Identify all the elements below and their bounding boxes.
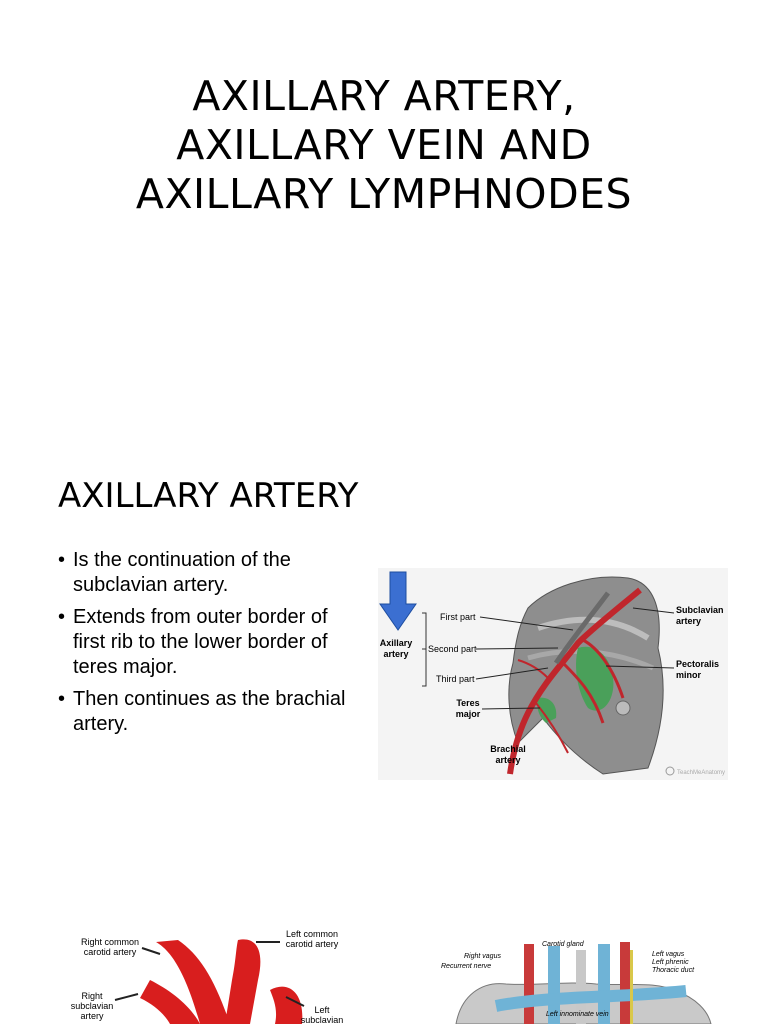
bullet-item-2: Extends from outer border of first rib t… — [58, 605, 358, 680]
label-right-vagus: Right vagus — [464, 953, 501, 960]
copyright-icon — [665, 766, 675, 776]
left-common-carotid-vessel — [225, 939, 261, 1024]
bullet-list: Is the continuation of the subclavian ar… — [58, 548, 358, 744]
label-left-sub-2: subclavian — [301, 1015, 344, 1024]
artery-branch-4 — [535, 702, 569, 754]
aortic-arch-diagram: Right common carotid artery Right subcla… — [71, 929, 344, 1024]
label-first-part: First part — [440, 612, 476, 622]
leader-third-part — [475, 667, 549, 680]
title-slide: AXILLARY ARTERY, AXILLARY VEIN AND AXILL… — [0, 0, 768, 440]
leader-right-common — [141, 947, 161, 955]
label-left-sub-1: Left — [314, 1005, 330, 1015]
credit-text: TeachMeAnatomy — [677, 770, 725, 776]
left-subclavian-vessel — [270, 986, 303, 1024]
label-right-common-2: carotid artery — [84, 947, 137, 957]
artery-branch-3 — [517, 659, 549, 679]
label-right-sub-2: subclavian — [71, 1001, 114, 1011]
leader-right-sub — [114, 993, 139, 1001]
leader-pectoralis — [605, 665, 675, 669]
title-line-3: AXILLARY LYMPHNODES — [135, 170, 633, 218]
vein-vessel-b — [598, 944, 610, 1024]
teres-muscle — [537, 697, 557, 723]
artery-branch-1 — [582, 638, 625, 699]
leader-left-sub — [285, 996, 305, 1007]
label-carotid-gland: Carotid gland — [542, 941, 585, 948]
label-left-common-1: Left common — [286, 929, 338, 939]
label-left-common-2: carotid artery — [286, 939, 339, 949]
axillary-artery-vessel — [507, 587, 642, 775]
label-axillary-artery: artery — [383, 649, 408, 659]
label-pectoralis-minor: minor — [676, 670, 701, 680]
trachea — [576, 950, 586, 1024]
leader-second-part — [475, 647, 559, 650]
label-recurrent-nerve: Recurrent nerve — [441, 963, 491, 970]
innominate-vein-vessel — [494, 985, 687, 1012]
label-left-vagus: Left vagus — [652, 951, 685, 958]
right-subclavian-vessel — [140, 980, 200, 1024]
artery-vessel-a — [524, 944, 534, 1024]
bullet-item-1: Is the continuation of the subclavian ar… — [58, 548, 358, 598]
label-teres: Teres — [456, 698, 479, 708]
leader-first-part — [479, 616, 574, 631]
axillary-artery-diagram: Axillary artery First part Second part T… — [378, 568, 728, 780]
label-axillary: Axillary — [380, 638, 413, 648]
bullet-item-3: Then continues as the brachial artery. — [58, 687, 358, 737]
label-right-sub-1: Right — [81, 991, 103, 1001]
label-left-phrenic: Left phrenic — [652, 959, 689, 966]
label-second-part: Second part — [428, 644, 477, 654]
label-third-part: Third part — [436, 674, 475, 684]
label-teres-major: major — [456, 709, 481, 719]
section-heading: AXILLARY ARTERY — [58, 476, 359, 516]
leader-subclavian — [632, 607, 675, 614]
label-left-innominate: Left innominate vein — [546, 1011, 609, 1018]
label-subclavian-artery: artery — [676, 616, 701, 626]
label-right-sub-3: artery — [80, 1011, 104, 1021]
label-right-common-1: Right common — [81, 937, 139, 947]
nerve-bundle — [553, 591, 610, 665]
artery-branch-2 — [561, 661, 605, 724]
pectoralis-minor-muscle — [576, 646, 614, 711]
innominate-vein-diagram: Right vagus Recurrent nerve Carotid glan… — [436, 936, 726, 1024]
right-common-carotid-vessel — [156, 940, 230, 1024]
title-line-2: AXILLARY VEIN AND — [176, 121, 592, 169]
artery-vessel-b — [620, 942, 630, 1024]
leader-teres — [481, 707, 541, 710]
label-thoracic-duct: Thoracic duct — [652, 967, 695, 974]
label-subclavian: Subclavian — [676, 605, 724, 615]
title-line-1: AXILLARY ARTERY, — [192, 72, 576, 120]
label-pectoralis: Pectoralis — [676, 659, 719, 669]
label-brachial-artery: artery — [495, 755, 520, 765]
pointer-arrow-icon — [379, 571, 417, 631]
nerve-yellow — [630, 950, 633, 1024]
slide-title: AXILLARY ARTERY, AXILLARY VEIN AND AXILL… — [0, 72, 768, 219]
humeral-head — [615, 700, 631, 716]
label-brachial: Brachial — [490, 744, 526, 754]
